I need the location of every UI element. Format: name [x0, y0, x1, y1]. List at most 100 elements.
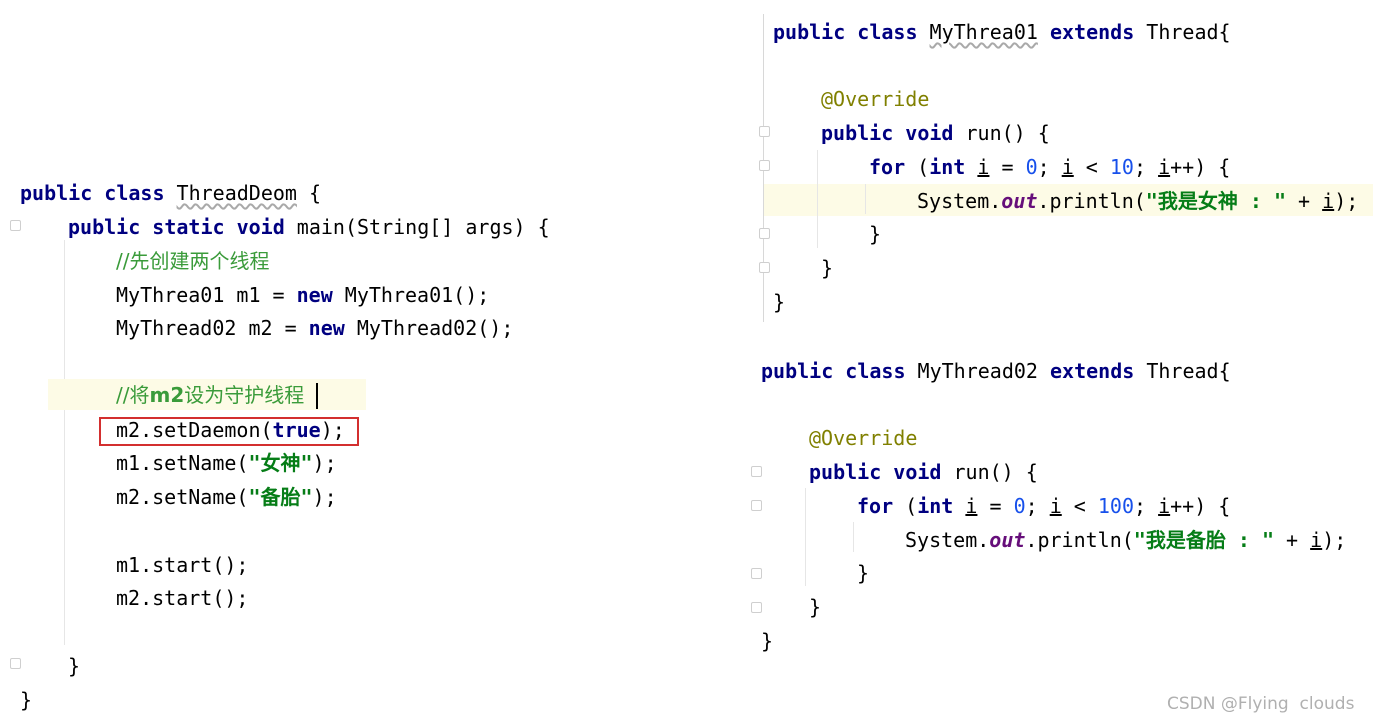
code-text: System.: [917, 189, 1002, 213]
class-name: ThreadDeom: [176, 181, 297, 205]
code-text: [965, 155, 977, 179]
closing-brace[interactable]: }: [68, 654, 81, 678]
code-line-set-daemon[interactable]: m2.setDaemon(true);: [116, 418, 345, 442]
keyword: new: [308, 316, 345, 340]
number-literal: 0: [1013, 494, 1026, 518]
closing-brace[interactable]: }: [857, 561, 870, 585]
fold-marker-icon[interactable]: [759, 262, 770, 273]
fold-marker-icon[interactable]: [759, 228, 770, 239]
code-text: {: [296, 181, 322, 205]
code-line-start-m2[interactable]: m2.start();: [116, 586, 249, 610]
code-text: =: [989, 155, 1026, 179]
keyword: true: [272, 418, 321, 442]
highlight-box: [99, 417, 359, 446]
println-line[interactable]: System.out.println("我是女神 : " + i);: [917, 189, 1358, 213]
class-name: MyThread02: [917, 359, 1038, 383]
number-literal: 100: [1097, 494, 1134, 518]
run-method-declaration[interactable]: public void run() {: [821, 121, 1050, 145]
fold-marker-icon[interactable]: [759, 160, 770, 171]
closing-brace[interactable]: }: [869, 222, 882, 246]
fold-marker-icon[interactable]: [10, 220, 21, 231]
closing-brace[interactable]: }: [809, 595, 822, 619]
static-field: out: [989, 528, 1026, 552]
watermark-text: CSDN @Flying clouds: [1167, 694, 1355, 714]
closing-brace[interactable]: }: [20, 688, 33, 712]
fold-marker-icon[interactable]: [751, 602, 762, 613]
comment-create-threads[interactable]: //先创建两个线程: [116, 249, 270, 273]
text-caret: [316, 383, 318, 409]
code-text: ++) {: [1170, 494, 1231, 518]
override-annotation[interactable]: @Override: [821, 87, 930, 111]
closing-brace[interactable]: }: [773, 290, 786, 314]
comment-text: //将: [116, 383, 150, 407]
loop-variable: i: [1158, 494, 1171, 518]
code-text: );: [320, 418, 345, 442]
fold-marker-icon[interactable]: [751, 466, 762, 477]
code-text: Thread{: [1134, 359, 1231, 383]
indent-guide: [853, 522, 854, 552]
code-text: );: [1322, 528, 1347, 552]
for-loop-line[interactable]: for (int i = 0; i < 100; i++) {: [857, 494, 1230, 518]
keyword: new: [296, 283, 333, 307]
keyword: public static void: [68, 215, 285, 239]
keyword: extends: [1049, 20, 1135, 44]
keyword: for: [857, 494, 894, 518]
indent-guide: [865, 184, 866, 214]
println-line[interactable]: System.out.println("我是备胎 : " + i);: [905, 528, 1346, 552]
code-text: +: [1286, 189, 1323, 213]
keyword: public class: [773, 20, 918, 44]
closing-brace[interactable]: }: [761, 629, 774, 653]
comment-text: 设为守护线程: [184, 383, 305, 407]
keyword: public class: [20, 181, 165, 205]
fold-marker-icon[interactable]: [10, 658, 21, 669]
code-text: MyThread02();: [344, 316, 514, 340]
code-text: ;: [1037, 155, 1062, 179]
keyword: public class: [761, 359, 906, 383]
closing-brace[interactable]: }: [821, 256, 834, 280]
fold-marker-icon[interactable]: [751, 568, 762, 579]
code-line-m1[interactable]: MyThrea01 m1 = new MyThrea01();: [116, 283, 489, 307]
override-annotation[interactable]: @Override: [809, 426, 918, 450]
code-text: ++) {: [1170, 155, 1231, 179]
class-declaration[interactable]: public class MyThrea01 extends Thread{: [773, 20, 1231, 44]
fold-marker-icon[interactable]: [751, 500, 762, 511]
indent-guide: [817, 150, 818, 248]
code-line-setname-m1[interactable]: m1.setName("女神");: [116, 451, 337, 475]
string-literal: "女神": [248, 451, 313, 475]
comment-text: m2: [149, 383, 185, 407]
code-text: );: [312, 451, 337, 475]
main-method-declaration[interactable]: public static void main(String[] args) {: [68, 215, 550, 239]
code-text: ;: [1025, 494, 1050, 518]
code-text: );: [1334, 189, 1359, 213]
code-text: +: [1274, 528, 1311, 552]
class-declaration[interactable]: public class ThreadDeom {: [20, 181, 321, 205]
code-text: m2.setDaemon(: [116, 418, 273, 442]
code-text: =: [977, 494, 1014, 518]
for-loop-line[interactable]: for (int i = 0; i < 10; i++) {: [869, 155, 1230, 179]
current-line-highlight: [48, 379, 366, 410]
run-method-declaration[interactable]: public void run() {: [809, 460, 1038, 484]
code-text: .println(: [1025, 528, 1134, 552]
code-text: [953, 494, 965, 518]
number-literal: 0: [1025, 155, 1038, 179]
fold-marker-icon[interactable]: [759, 126, 770, 137]
code-text: <: [1073, 155, 1110, 179]
code-line-start-m1[interactable]: m1.start();: [116, 553, 249, 577]
static-field: out: [1001, 189, 1038, 213]
class-name: MyThrea01: [929, 20, 1038, 44]
loop-variable: i: [1061, 155, 1074, 179]
indent-guide: [64, 240, 65, 645]
loop-variable: i: [965, 494, 978, 518]
code-text: m2.setName(: [116, 485, 249, 509]
comment-set-daemon[interactable]: //将m2设为守护线程: [116, 383, 304, 407]
loop-variable: i: [1158, 155, 1171, 179]
code-line-m2[interactable]: MyThread02 m2 = new MyThread02();: [116, 316, 513, 340]
code-line-setname-m2[interactable]: m2.setName("备胎");: [116, 485, 337, 509]
keyword: int: [917, 494, 954, 518]
code-text: run() {: [953, 121, 1050, 145]
code-text: MyThrea01();: [332, 283, 490, 307]
code-text: MyThread02 m2 =: [116, 316, 309, 340]
keyword: int: [929, 155, 966, 179]
loop-variable: i: [1310, 528, 1323, 552]
class-declaration[interactable]: public class MyThread02 extends Thread{: [761, 359, 1231, 383]
